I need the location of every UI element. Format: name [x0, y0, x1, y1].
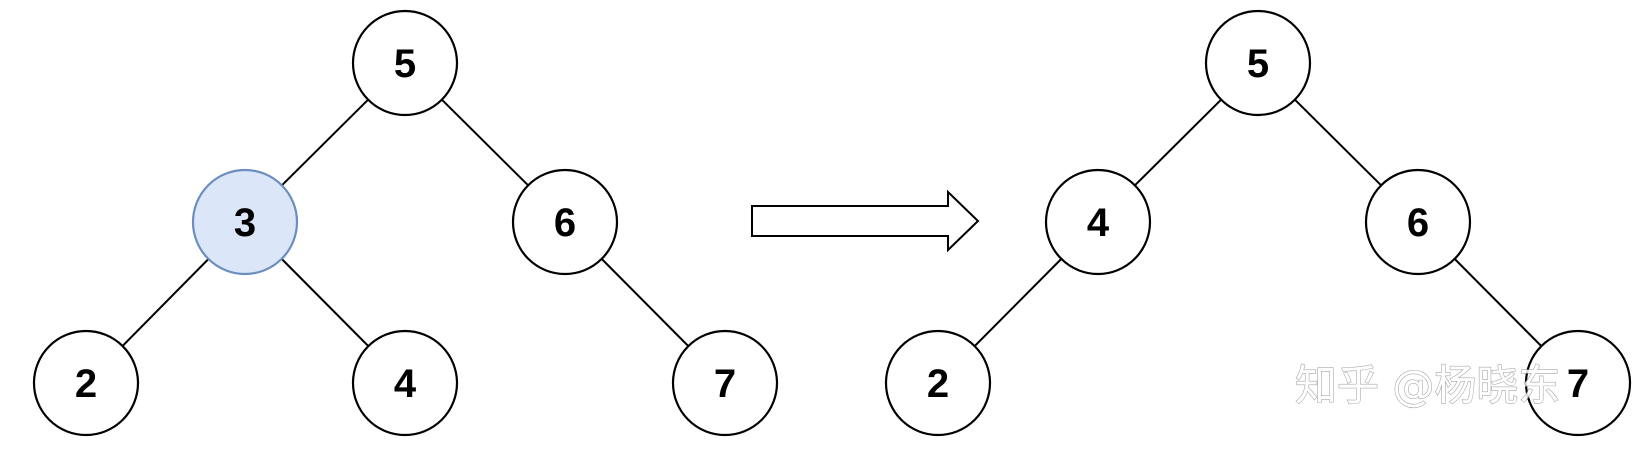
after-edge-4-2 [973, 258, 1063, 347]
before-node-6: 6 [511, 168, 619, 276]
after-node-4: 4 [1044, 168, 1152, 276]
before-node-label: 5 [394, 42, 416, 86]
after-node-5: 5 [1204, 9, 1312, 117]
before-node-circle [32, 329, 140, 437]
before-edge-6-7 [600, 258, 690, 347]
before-node-4: 4 [351, 329, 459, 437]
before-node-circle [511, 168, 619, 276]
before-node-circle [191, 168, 299, 276]
after-node-6: 6 [1364, 168, 1472, 276]
after-node-label: 4 [1087, 201, 1110, 245]
after-node-2: 2 [884, 329, 992, 437]
before-node-label: 2 [75, 362, 97, 406]
after-node-label: 7 [1567, 362, 1589, 406]
before-node-7: 7 [671, 329, 779, 437]
before-node-label: 3 [234, 201, 256, 245]
before-node-3: 3 [191, 168, 299, 276]
after-edge-5-4 [1134, 98, 1222, 187]
watermark-text: 知乎 @杨晓东 [1295, 361, 1560, 410]
before-node-5: 5 [351, 9, 459, 117]
before-edge-3-2 [121, 258, 210, 347]
before-edge-5-3 [281, 98, 369, 187]
edges-layer [121, 98, 1543, 347]
after-node-circle [1524, 329, 1632, 437]
after-node-label: 2 [927, 362, 949, 406]
after-edge-6-7 [1453, 258, 1543, 347]
after-node-circle [1204, 9, 1312, 117]
before-node-label: 4 [394, 362, 417, 406]
before-edge-3-4 [280, 258, 370, 347]
before-node-2: 2 [32, 329, 140, 437]
after-node-circle [1044, 168, 1152, 276]
right-arrow-icon [751, 189, 980, 253]
after-edge-5-6 [1294, 98, 1382, 187]
after-node-label: 6 [1407, 201, 1429, 245]
before-node-label: 6 [554, 201, 576, 245]
after-node-label: 5 [1247, 42, 1269, 86]
before-edge-5-6 [441, 98, 529, 187]
after-node-7: 7 [1524, 329, 1632, 437]
before-node-circle [351, 9, 459, 117]
before-node-label: 7 [714, 362, 736, 406]
nodes-layer: 5 3 6 2 4 7 5 4 6 2 7 [32, 9, 1632, 437]
before-node-circle [351, 329, 459, 437]
after-node-circle [884, 329, 992, 437]
after-node-circle [1364, 168, 1472, 276]
before-node-circle [671, 329, 779, 437]
